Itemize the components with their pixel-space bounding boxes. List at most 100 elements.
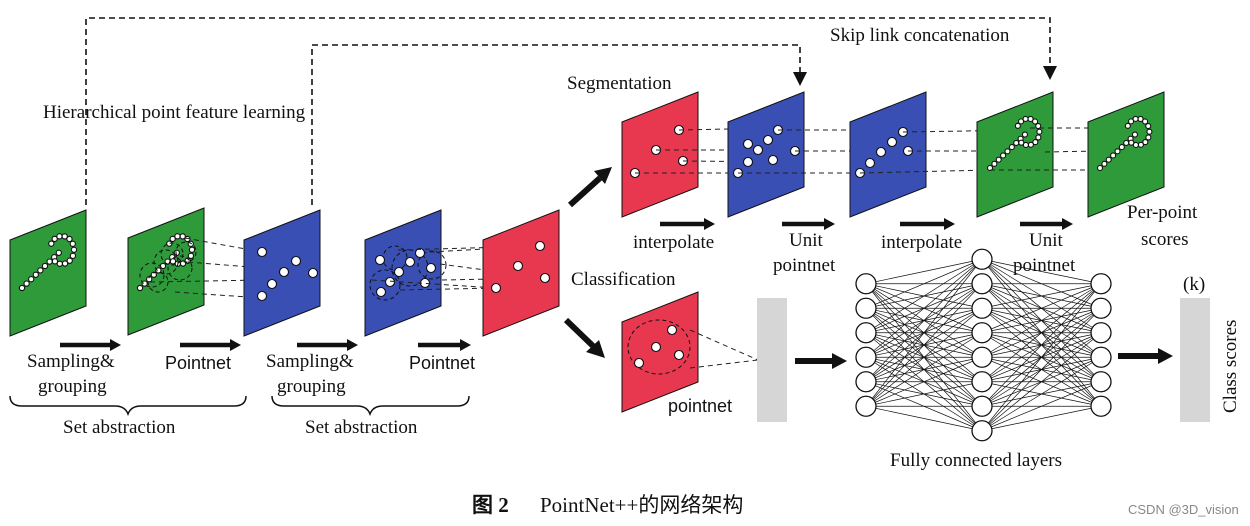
set-abstraction-brace-2 bbox=[271, 395, 470, 417]
point bbox=[1008, 144, 1015, 151]
fc-connection bbox=[981, 283, 1102, 407]
point bbox=[37, 267, 44, 274]
point bbox=[1145, 122, 1152, 130]
point bbox=[187, 252, 195, 259]
fc-connection bbox=[981, 283, 1102, 334]
sampling-grouping-label-1a: Sampling& bbox=[27, 351, 115, 372]
fc-connection bbox=[865, 332, 983, 407]
fc-connection bbox=[865, 259, 983, 407]
point bbox=[169, 258, 177, 265]
fc-neuron bbox=[1090, 273, 1112, 295]
interpolate-arrow-1 bbox=[660, 218, 715, 230]
fc-connection bbox=[981, 332, 1102, 432]
point bbox=[169, 235, 176, 243]
fc-neuron bbox=[971, 273, 993, 295]
fully-connected-network bbox=[855, 248, 1112, 442]
fc-connection bbox=[981, 258, 1102, 285]
point bbox=[18, 284, 26, 292]
fc-neuron bbox=[855, 273, 877, 295]
sampling-grouping-label-2a: Sampling& bbox=[266, 351, 354, 372]
fc-neuron bbox=[971, 297, 993, 319]
point bbox=[995, 156, 1002, 163]
seg-blue-panel-2 bbox=[849, 91, 927, 218]
point bbox=[51, 258, 59, 265]
seg-blue-panel-1 bbox=[727, 91, 805, 218]
point bbox=[1123, 139, 1130, 146]
level2-feature-panel bbox=[482, 209, 560, 337]
point bbox=[1132, 115, 1139, 122]
seg-red-panel bbox=[621, 91, 699, 218]
sampling-grouping-label-2b: grouping bbox=[277, 376, 346, 397]
fc-neuron bbox=[971, 346, 993, 368]
point bbox=[1127, 118, 1135, 125]
point bbox=[66, 257, 73, 264]
fc-neuron bbox=[855, 322, 877, 344]
fc-connection bbox=[981, 405, 1102, 432]
point bbox=[1027, 115, 1034, 122]
point bbox=[56, 233, 63, 240]
point bbox=[1110, 152, 1117, 159]
class-scores-label: Class scores bbox=[1220, 320, 1241, 413]
fc-neuron bbox=[1090, 395, 1112, 417]
point bbox=[1132, 141, 1139, 149]
point bbox=[1000, 152, 1007, 159]
level1-points bbox=[256, 246, 319, 302]
point bbox=[1145, 134, 1152, 141]
per-point-label-a: Per-point bbox=[1127, 202, 1198, 223]
pointnet-cls-label: pointnet bbox=[668, 396, 732, 416]
fc-connection bbox=[865, 258, 983, 285]
group-circle bbox=[147, 271, 169, 293]
seg-blue-points-1 bbox=[732, 124, 801, 179]
per-point-label-b: scores bbox=[1141, 229, 1188, 250]
point bbox=[1105, 156, 1112, 163]
fc-output-arrow bbox=[1118, 348, 1173, 364]
point bbox=[1032, 118, 1039, 125]
skip-link-label: Skip link concatenation bbox=[830, 25, 1010, 46]
segmentation-branch-arrow bbox=[567, 167, 612, 208]
fc-neuron bbox=[855, 346, 877, 368]
point bbox=[1035, 134, 1042, 141]
fc-neuron bbox=[971, 371, 993, 393]
group-circle bbox=[139, 262, 165, 288]
point bbox=[23, 280, 30, 287]
fc-neuron bbox=[1090, 297, 1112, 319]
point bbox=[1137, 141, 1144, 148]
fc-connection bbox=[865, 381, 983, 407]
fc-connection bbox=[865, 259, 983, 382]
point bbox=[1014, 122, 1021, 129]
point bbox=[1124, 122, 1131, 129]
point bbox=[41, 262, 49, 270]
grouped-points bbox=[136, 233, 197, 293]
pointnet-label-seg-1: pointnet bbox=[773, 255, 836, 276]
fc-connection bbox=[981, 356, 1102, 432]
point bbox=[1114, 148, 1121, 155]
fc-connection bbox=[981, 283, 1102, 431]
point bbox=[1096, 164, 1104, 172]
fc-input-arrow bbox=[795, 353, 847, 369]
level1-grouped-points bbox=[369, 245, 447, 301]
point bbox=[48, 240, 55, 247]
fc-neuron bbox=[1090, 371, 1112, 393]
point bbox=[991, 160, 998, 167]
csdn-watermark: CSDN @3D_vision bbox=[1128, 502, 1239, 517]
sampling-arrow-1 bbox=[60, 339, 121, 351]
fc-neuron bbox=[971, 322, 993, 344]
point bbox=[1004, 148, 1011, 155]
skip-link-outer bbox=[85, 17, 1057, 205]
pointnet-label-1: Pointnet bbox=[165, 353, 231, 373]
point bbox=[1128, 139, 1135, 146]
fc-connection bbox=[981, 308, 1102, 431]
fc-connection bbox=[865, 283, 983, 407]
pointnet-label-seg-2: pointnet bbox=[1013, 255, 1076, 276]
cls-red-points bbox=[627, 319, 691, 375]
point bbox=[1137, 115, 1144, 122]
point bbox=[55, 249, 62, 256]
input-points bbox=[18, 233, 78, 292]
grouped-points-panel bbox=[127, 207, 205, 336]
point bbox=[1018, 139, 1025, 146]
point bbox=[66, 235, 73, 243]
segmentation-label: Segmentation bbox=[567, 73, 672, 94]
point bbox=[1036, 128, 1043, 135]
classification-branch-arrow bbox=[563, 317, 605, 358]
